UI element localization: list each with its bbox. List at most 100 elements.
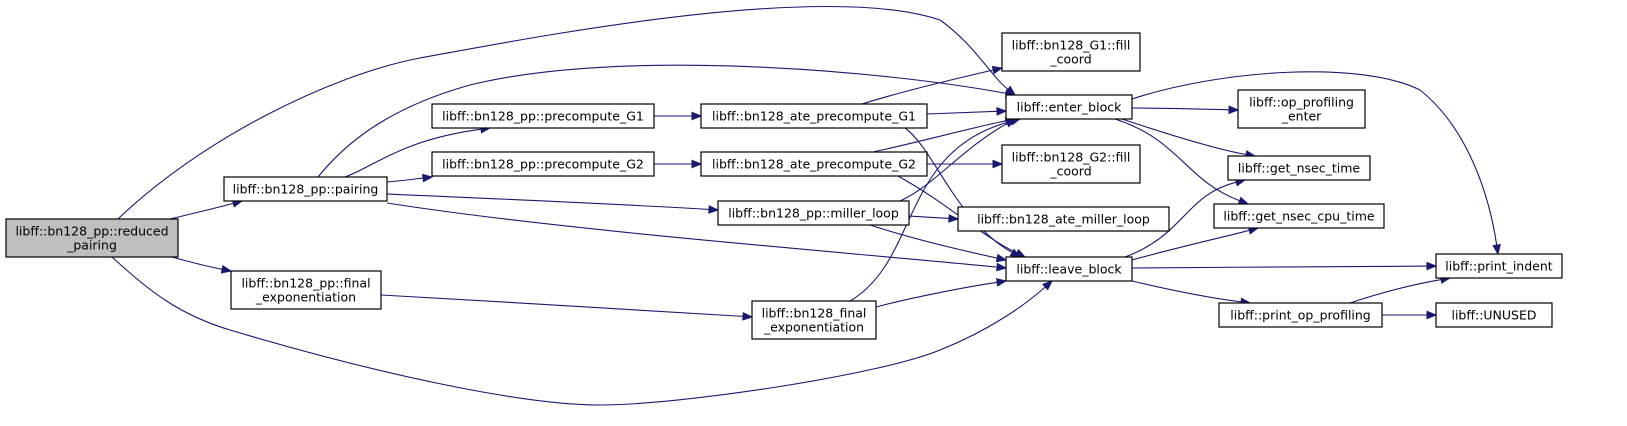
edge-ate_precompute_G2-to-G2_fill_coord xyxy=(927,159,1004,169)
edge-enter_block-to-op_profiling_enter xyxy=(1131,105,1240,115)
node-print-indent[interactable]: libff::print_indent xyxy=(1435,253,1563,279)
edges-layer xyxy=(111,5,1501,406)
node-G2-fill-coord[interactable]: libff::bn128_G2::fill_coord xyxy=(1001,144,1141,184)
arrowhead xyxy=(422,173,434,183)
node-label-line: libff::UNUSED xyxy=(1451,307,1536,322)
node-label-line: libff::op_profiling xyxy=(1249,94,1354,109)
node-box xyxy=(717,200,910,226)
node-op-profiling-enter[interactable]: libff::op_profiling_enter xyxy=(1237,89,1366,129)
node-box xyxy=(1237,89,1366,129)
edge-line xyxy=(344,128,482,178)
edge-pairing-to-leave_block xyxy=(386,202,1008,272)
edge-reduced_pairing-to-pairing xyxy=(169,199,244,220)
node-label-line: libff::bn128_pp::precompute_G1 xyxy=(442,108,644,123)
arrowhead xyxy=(220,264,233,274)
arrowhead xyxy=(1426,261,1438,271)
edge-leave_block-to-get_nsec_cpu_time xyxy=(1131,226,1260,261)
edge-miller_loop-to-ate_miller_loop xyxy=(908,214,960,223)
node-print-op-profiling[interactable]: libff::print_op_profiling xyxy=(1218,302,1383,328)
edge-line xyxy=(380,294,744,317)
edge-precompute_G1-to-ate_precompute_G1 xyxy=(653,111,703,121)
node-ate-precompute-G1[interactable]: libff::bn128_ate_precompute_G1 xyxy=(700,103,928,129)
node-label-line: libff::get_nsec_cpu_time xyxy=(1223,208,1374,223)
node-box xyxy=(751,300,877,340)
edge-line xyxy=(872,120,1007,153)
node-box xyxy=(700,151,928,177)
node-UNUSED[interactable]: libff::UNUSED xyxy=(1435,302,1553,328)
node-ate-precompute-G2[interactable]: libff::bn128_ate_precompute_G2 xyxy=(700,151,928,177)
node-box xyxy=(1227,155,1371,181)
node-bn128-final-exponentiation[interactable]: libff::bn128_final_exponentiation xyxy=(751,300,877,340)
arrowhead xyxy=(996,107,1008,116)
edge-line xyxy=(386,177,424,183)
node-box xyxy=(1435,302,1553,328)
edge-line xyxy=(1131,265,1428,269)
edge-line xyxy=(1131,107,1230,111)
edge-line xyxy=(926,110,998,115)
edge-reduced_pairing-to-final_exponentiation xyxy=(171,256,233,274)
edge-line xyxy=(1349,279,1442,304)
arrowhead xyxy=(1014,248,1027,258)
node-precompute-G2[interactable]: libff::bn128_pp::precompute_G2 xyxy=(431,151,655,177)
node-box xyxy=(431,103,655,129)
edge-miller_loop-to-leave_block xyxy=(869,224,1008,263)
edge-line xyxy=(1131,71,1498,246)
node-box xyxy=(1213,203,1385,229)
edge-bn128_final_exponentiation-to-leave_block xyxy=(875,278,1008,308)
arrowhead xyxy=(992,159,1004,169)
node-box xyxy=(1435,253,1563,279)
arrowhead xyxy=(691,111,703,121)
edge-line xyxy=(908,215,950,219)
edge-line xyxy=(869,224,998,259)
node-precompute-G1[interactable]: libff::bn128_pp::precompute_G1 xyxy=(431,103,655,129)
edge-line xyxy=(386,193,710,210)
node-get-nsec-cpu-time[interactable]: libff::get_nsec_cpu_time xyxy=(1213,203,1385,229)
edge-line xyxy=(861,69,994,105)
node-label-line: libff::bn128_pp::precompute_G2 xyxy=(442,156,644,171)
arrowhead xyxy=(1228,105,1240,115)
node-final-exponentiation[interactable]: libff::bn128_pp::final_exponentiation xyxy=(230,270,382,310)
arrowhead xyxy=(996,262,1008,272)
edge-final_exponentiation-to-bn128_final_exponentiation xyxy=(380,294,754,321)
edge-print_op_profiling-to-print_indent xyxy=(1349,275,1452,304)
edge-line xyxy=(1124,181,1237,258)
edge-line xyxy=(875,281,998,308)
arrowhead xyxy=(691,159,703,169)
edge-line xyxy=(317,64,1007,178)
node-label-line: libff::leave_block xyxy=(1016,261,1122,276)
node-box xyxy=(431,151,655,177)
arrowhead xyxy=(1492,243,1501,256)
edge-leave_block-to-print_indent xyxy=(1131,261,1438,271)
node-label-line: libff::bn128_G2::fill xyxy=(1012,149,1131,164)
arrowhead xyxy=(995,253,1008,263)
node-box xyxy=(223,176,388,202)
nodes-layer: libff::bn128_pp::reduced_pairinglibff::b… xyxy=(5,32,1563,340)
node-label-line: _enter xyxy=(1281,108,1322,123)
arrowhead xyxy=(1237,196,1250,205)
node-label-line: libff::get_nsec_time xyxy=(1238,160,1360,175)
node-leave-block[interactable]: libff::leave_block xyxy=(1005,256,1133,282)
node-ate-miller-loop[interactable]: libff::bn128_ate_miller_loop xyxy=(957,206,1170,232)
node-box xyxy=(1005,94,1133,120)
node-get-nsec-time[interactable]: libff::get_nsec_time xyxy=(1227,155,1371,181)
node-label-line: libff::bn128_pp::miller_loop xyxy=(728,205,899,220)
node-box xyxy=(957,206,1170,232)
node-label-line: libff::bn128_pp::pairing xyxy=(233,181,379,196)
arrowhead xyxy=(995,278,1008,287)
edge-line xyxy=(849,120,1012,302)
edge-line xyxy=(171,256,223,270)
node-miller-loop[interactable]: libff::bn128_pp::miller_loop xyxy=(717,200,910,226)
edge-ate_precompute_G1-to-G1_fill_coord xyxy=(861,65,1004,105)
node-reduced-pairing[interactable]: libff::bn128_pp::reduced_pairing xyxy=(5,218,179,258)
node-box xyxy=(5,218,179,258)
edge-pairing-to-precompute_G2 xyxy=(386,173,434,183)
node-G1-fill-coord[interactable]: libff::bn128_G1::fill_coord xyxy=(1001,32,1141,72)
node-box xyxy=(700,103,928,129)
node-enter-block[interactable]: libff::enter_block xyxy=(1005,94,1133,120)
arrowhead xyxy=(991,65,1004,75)
arrowhead xyxy=(1042,280,1054,291)
node-pairing[interactable]: libff::bn128_pp::pairing xyxy=(223,176,388,202)
node-label-line: libff::bn128_final xyxy=(762,305,867,320)
arrowhead xyxy=(1426,310,1438,320)
